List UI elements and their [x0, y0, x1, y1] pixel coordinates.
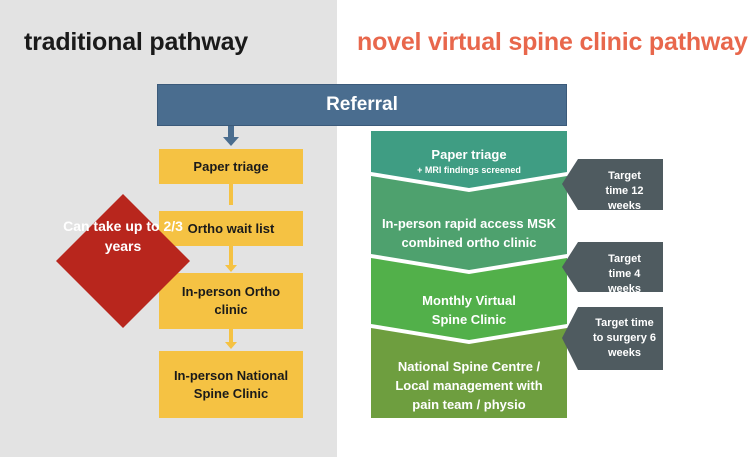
wait-time-diamond — [56, 194, 190, 328]
novel-chevron-3 — [371, 258, 567, 340]
traditional-connector — [229, 184, 233, 205]
traditional-arrow-head — [225, 342, 237, 349]
novel-step-paper-triage: Paper triage + MRI findings screened — [371, 145, 567, 176]
wait-time-diamond-shape — [56, 194, 190, 328]
traditional-step-ortho-clinic: In-person Ortho clinic — [159, 273, 303, 329]
traditional-connector — [229, 329, 233, 344]
traditional-step-national-spine-clinic: In-person National Spine Clinic — [159, 351, 303, 418]
target-time-to-surgery-6-weeks: Target time to surgery 6 weeks — [593, 317, 656, 359]
novel-chevron-2 — [371, 176, 567, 270]
traditional-connector — [229, 246, 233, 266]
target-time-12-weeks: Target time 12 weeks — [605, 170, 644, 212]
novel-step-paper-triage-label: Paper triage — [431, 147, 507, 162]
referral-arrow-head — [223, 137, 239, 146]
target-time-4-weeks: Target time 4 weeks — [607, 253, 642, 295]
novel-step-paper-triage-sub: + MRI findings screened — [417, 165, 521, 175]
traditional-step-paper-triage: Paper triage — [159, 149, 303, 184]
wait-time-note: Can take up to 2/3 years — [63, 218, 183, 254]
traditional-arrow-head — [225, 265, 237, 272]
novel-pathway-heading: novel virtual spine clinic pathway — [357, 28, 748, 56]
novel-step-rapid-access-clinic: In-person rapid access MSK combined orth… — [381, 216, 557, 250]
novel-step-virtual-spine-clinic: Monthly Virtual Spine Clinic — [422, 293, 516, 327]
target-tag-1 — [562, 159, 663, 210]
referral-bar: Referral — [157, 84, 567, 126]
target-tag-3 — [562, 307, 663, 370]
referral-arrow-stem — [228, 126, 234, 138]
traditional-pathway-heading: traditional pathway — [24, 28, 249, 56]
novel-chevron-4 — [371, 328, 567, 418]
novel-chevron-1 — [371, 131, 567, 188]
traditional-step-ortho-wait-list: Ortho wait list — [159, 211, 303, 246]
novel-step-national-spine-centre: National Spine Centre / Local management… — [395, 359, 543, 412]
target-tag-2 — [562, 242, 663, 292]
